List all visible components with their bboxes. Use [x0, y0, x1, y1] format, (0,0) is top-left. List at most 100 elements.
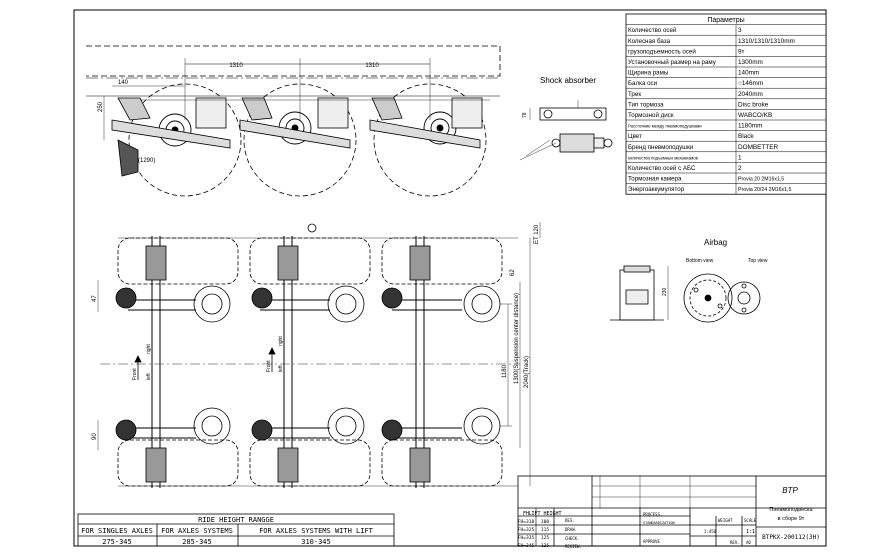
- ride-height-title: RIDE HEIGHT RANGGE: [198, 516, 274, 524]
- dim-140: 140: [118, 80, 129, 86]
- lift-row-height: 135: [541, 543, 550, 549]
- ride-height-table: [77, 513, 395, 547]
- param-label: количество подъемных механизмов: [628, 155, 699, 160]
- lift-header-height: LIFT HEIGHT: [528, 511, 561, 517]
- dim-78: 78: [522, 112, 528, 118]
- product-name-line2: в сборе 9т: [778, 516, 805, 522]
- dim-230: 230: [662, 287, 668, 296]
- param-label: Тип тормоза: [628, 101, 664, 108]
- param-label: грузоподъемность осей: [628, 48, 696, 55]
- dim-90-bottom: 90: [92, 433, 98, 440]
- param-value: 2040mm: [738, 91, 763, 98]
- drawing-number: BTPKX-200112(3H): [762, 534, 820, 541]
- ride-height-header-2: FOR AXLES SYSTEMS: [161, 527, 233, 535]
- top-view-label: Top view: [748, 258, 768, 264]
- lift-row-fh: FH=345: [518, 543, 535, 549]
- role-check: CHECK.: [565, 536, 579, 541]
- dim-1180: 1180: [502, 364, 508, 378]
- param-label: Тормозной диск: [628, 112, 674, 119]
- product-name-line1: Пневмоподвеска: [769, 507, 813, 513]
- param-label: Расстояние между пневмоподушками: [628, 124, 702, 129]
- lift-row-fh: FH=335: [518, 535, 535, 541]
- standardization-label: STANDARDIZATION: [643, 521, 675, 525]
- lift-row-fh: FH=325: [518, 527, 535, 533]
- param-value: 1300mm: [738, 59, 763, 66]
- param-label: Тормозная камера: [628, 176, 682, 183]
- role-review: REVIEW.: [565, 544, 582, 549]
- airbag-title: Airbag: [704, 238, 727, 247]
- ride-height-header-1: FOR SINGLES AXLES: [81, 527, 153, 535]
- param-value: Provia 20 2M16x1,5: [738, 177, 784, 183]
- lift-row-height: 100: [541, 519, 550, 525]
- param-label: Количество осей: [628, 27, 677, 34]
- param-value: 3: [738, 27, 742, 34]
- left-label-2: left: [278, 365, 284, 372]
- ride-height-value-3: 310-345: [301, 538, 331, 546]
- scale-label: SCALE: [744, 518, 757, 523]
- param-value: 1180mm: [738, 123, 762, 130]
- right-label-2: right: [278, 336, 284, 346]
- ride-height-value-1: 275-345: [102, 538, 132, 546]
- param-value: 1310/1310/1310mm: [738, 38, 795, 45]
- plan-view: [97, 222, 541, 488]
- dim-47-top: 47: [92, 295, 98, 302]
- shock-absorber-title: Shock absorber: [540, 76, 596, 85]
- param-label: Установочный размер на раму: [628, 59, 717, 66]
- dim-1290: (1290): [138, 158, 155, 164]
- lift-row-fh: FH=310: [518, 519, 535, 525]
- dim-1300: 1300(Suspension center distance): [514, 293, 520, 384]
- param-label: Трек: [628, 91, 641, 98]
- ride-height-value-2: 285-345: [182, 538, 212, 546]
- param-value: Black: [738, 133, 754, 140]
- param-value: Disc broke: [738, 101, 769, 108]
- rev-value: A0: [746, 540, 751, 545]
- lift-row-height: 115: [541, 527, 550, 533]
- left-label-1: left: [146, 373, 152, 380]
- approve-label: APPROVE: [643, 539, 660, 544]
- dim-wheelbase-2: 1310: [365, 63, 379, 69]
- company-name: BTP: [782, 486, 798, 495]
- param-table-title: Параметры: [707, 17, 744, 24]
- param-label: Щирина рамы: [628, 70, 669, 77]
- param-value: ○146mm: [738, 80, 763, 87]
- param-label: Количество осей с АБС: [628, 165, 696, 172]
- param-value: Provia 20/24 2M16x1,5: [738, 187, 791, 193]
- drawing-frame: [73, 9, 827, 547]
- param-value: 9т: [738, 48, 745, 55]
- param-value: DOMBETTER: [738, 144, 779, 151]
- lift-header-fh: FH: [523, 511, 529, 517]
- role-des: DES.: [565, 518, 575, 523]
- ride-height-header-3: FOR AXLES SYSTEMS WITH LIFT: [259, 527, 374, 535]
- airbag-drawing: [610, 265, 761, 323]
- dim-250: 250: [98, 101, 104, 112]
- param-label: Балка оси: [628, 80, 658, 87]
- param-value: 140mm: [738, 70, 759, 77]
- param-value: 1: [738, 154, 742, 161]
- side-view: [86, 45, 501, 197]
- param-value: 2: [738, 165, 742, 172]
- dim-120: ET 120: [534, 224, 540, 244]
- weight-label: WEIGHT: [718, 518, 733, 523]
- dim-2040: 2040(Track): [524, 356, 530, 388]
- rev-label: REV.: [730, 540, 740, 545]
- dim-wheelbase-1: 1310: [229, 63, 243, 69]
- front-label-2: Front: [266, 360, 272, 372]
- front-label-1: Front: [132, 368, 138, 380]
- dim-62: 62: [510, 269, 516, 276]
- process-label: PROCESS.: [643, 512, 662, 517]
- param-label: Цвет: [628, 133, 642, 140]
- right-label-1: right: [146, 344, 152, 354]
- shock-absorber-drawing: [519, 100, 613, 161]
- param-label: Бренд пневмоподушки: [628, 144, 694, 151]
- lift-row-height: 125: [541, 535, 550, 541]
- param-label: Энергоаккумулятор: [628, 186, 685, 193]
- bottom-view-label: Bottom view: [686, 258, 714, 264]
- sheet-value: 1:450: [704, 529, 717, 534]
- param-value: WABCO/KB: [738, 112, 772, 119]
- role-draw: DRAW.: [565, 527, 577, 532]
- param-label: Колесная база: [628, 38, 671, 45]
- scale-value: 1:1: [746, 529, 755, 535]
